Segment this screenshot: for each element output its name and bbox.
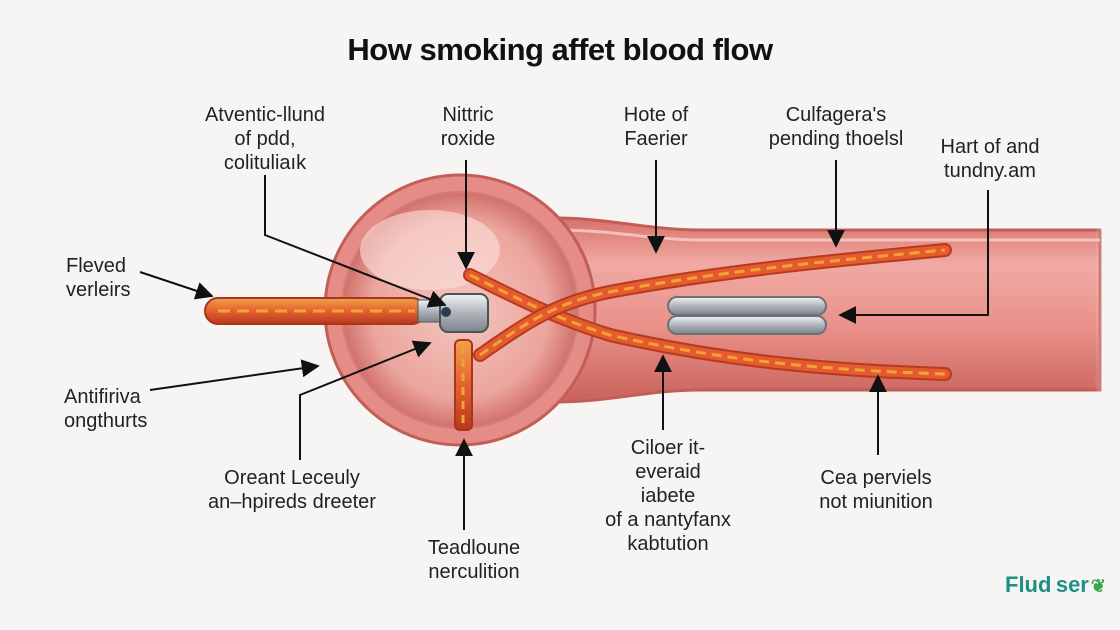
arrow-aventic bbox=[264, 175, 447, 308]
arrow-oreant bbox=[299, 340, 432, 460]
diagram-title: How smoking affet blood flow bbox=[347, 32, 773, 67]
incoming-rod bbox=[204, 293, 489, 333]
leaf-icon: ❦ bbox=[1090, 576, 1106, 596]
arrow-antifiriva bbox=[149, 359, 320, 391]
arrow-fleved bbox=[139, 271, 214, 300]
fiber-bundle bbox=[454, 243, 952, 431]
annotation-arrows bbox=[139, 160, 989, 530]
arrow-hart bbox=[838, 190, 989, 324]
vessel-fade bbox=[950, 200, 1120, 420]
stent-capsule bbox=[667, 296, 827, 335]
brand-logo: Flud ser❦ bbox=[1005, 572, 1106, 597]
